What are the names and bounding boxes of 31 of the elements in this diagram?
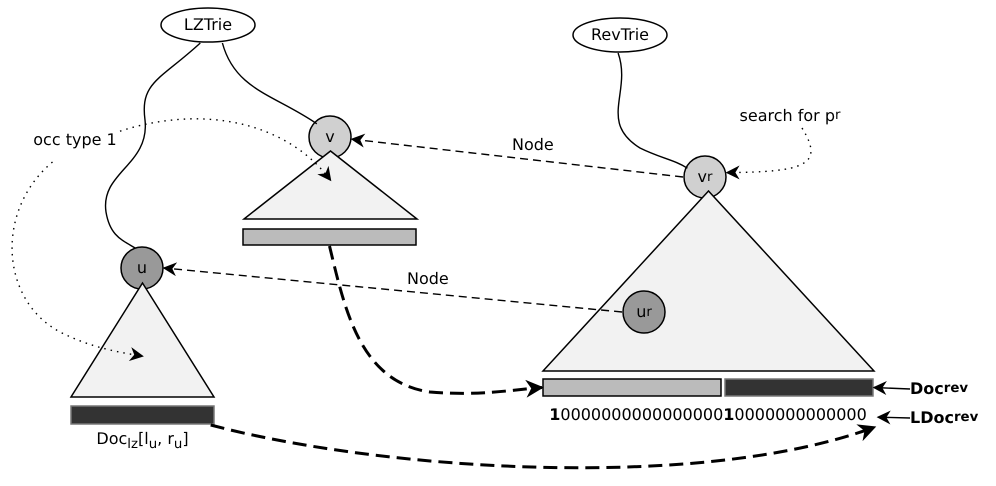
trie-label-ellipse bbox=[160, 7, 256, 43]
trie-node-circle bbox=[683, 155, 727, 199]
bit-string: 1000000000000000010000000000000 bbox=[538, 404, 878, 426]
node-label: RevTrie bbox=[591, 26, 649, 44]
connector-line bbox=[222, 42, 318, 124]
trie-node-circle bbox=[622, 290, 666, 334]
trie-label-ellipse bbox=[572, 17, 668, 53]
trie-node-circle bbox=[120, 246, 164, 290]
node-label: u bbox=[136, 258, 148, 278]
connector-line bbox=[104, 42, 201, 249]
connector-line bbox=[617, 52, 688, 169]
dotted-arrow bbox=[726, 128, 812, 180]
arrow bbox=[872, 381, 910, 396]
array-bar bbox=[242, 228, 417, 246]
trie-node-circle bbox=[308, 115, 352, 159]
node-label: v bbox=[325, 128, 335, 146]
subtree-triangle bbox=[243, 150, 418, 220]
subtree-triangle bbox=[542, 190, 875, 372]
array-caption: Doc$_{lz}$[l$_{u}$, r$_{u}$] bbox=[96, 429, 189, 452]
dotted-arrow bbox=[120, 118, 332, 182]
dotted-arrow bbox=[12, 162, 144, 361]
dashed-arrow bbox=[162, 262, 622, 313]
dashed-arrow bbox=[328, 246, 544, 398]
node-label: LZTrie bbox=[184, 16, 232, 34]
dashed-arrow bbox=[350, 134, 684, 178]
array-bar bbox=[724, 378, 874, 397]
array-bar bbox=[542, 378, 722, 397]
dashed-arrow bbox=[210, 423, 876, 470]
subtree-triangle bbox=[70, 282, 215, 398]
arrow bbox=[876, 410, 910, 425]
annotation-text: occ type 1 bbox=[30, 118, 120, 162]
